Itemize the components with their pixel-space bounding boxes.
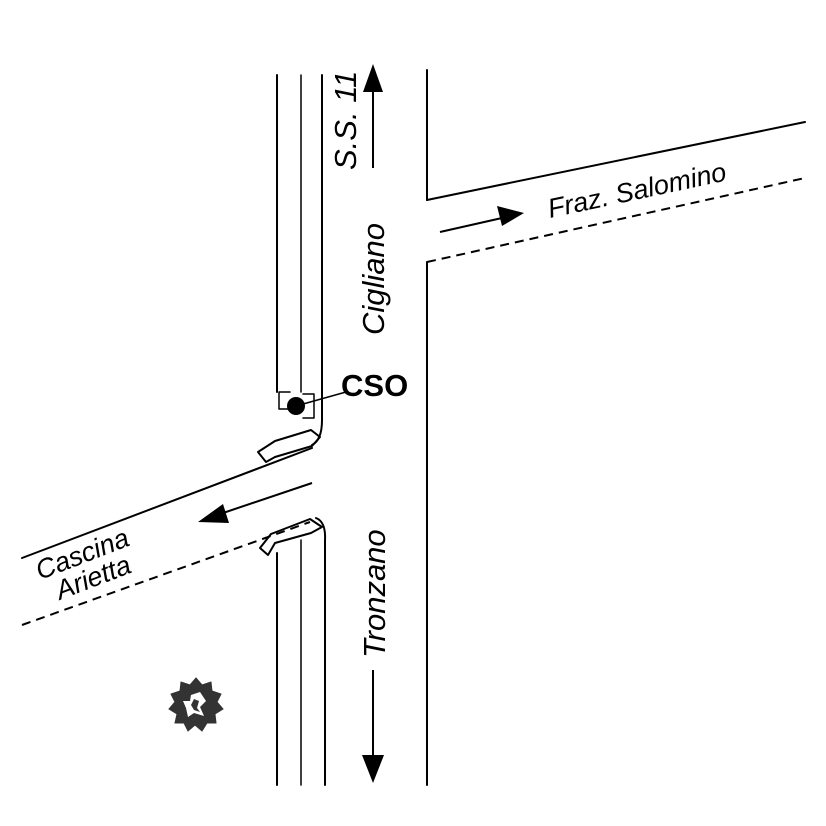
east-arrow — [439, 206, 524, 233]
site-marker-dot[interactable] — [287, 397, 305, 415]
curb-island-north — [257, 429, 321, 463]
east-road-south-edge — [426, 177, 806, 263]
curb-island-south — [259, 518, 323, 556]
north-arrow — [363, 64, 383, 168]
west-arrow — [198, 482, 313, 523]
tree-icon — [168, 677, 224, 732]
highway-label: S.S. 11 — [328, 71, 363, 170]
north-town-label: Cigliano — [356, 223, 391, 335]
building-outline-right — [302, 393, 315, 419]
east-place-label: Fraz. Salomino — [545, 157, 729, 224]
main-road-west-edges-north — [276, 74, 323, 446]
west-road-south-edge — [21, 521, 311, 626]
east-road-north-edge — [426, 121, 806, 201]
main-road-west-edges-south — [276, 517, 327, 786]
south-town-label: Tronzano — [357, 529, 392, 658]
building-outline-left — [278, 391, 291, 410]
west-road-north-edge — [21, 447, 313, 559]
south-arrow — [362, 670, 384, 783]
site-label: CSO — [341, 368, 408, 403]
